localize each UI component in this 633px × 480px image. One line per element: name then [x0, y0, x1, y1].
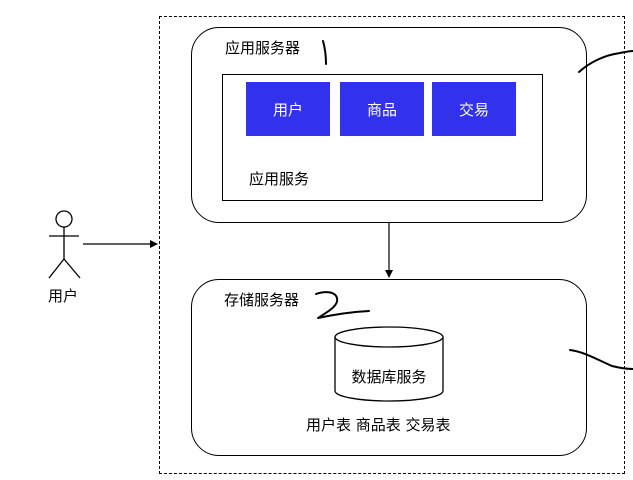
- tables-label: 用户表 商品表 交易表: [306, 416, 451, 434]
- app-server-title: 应用服务器: [225, 39, 301, 57]
- module-trade: 交易: [432, 82, 516, 136]
- storage-server-title: 存储服务器: [224, 291, 300, 309]
- module-goods: 商品: [340, 82, 424, 136]
- system-boundary: [159, 16, 625, 474]
- database-label: 数据库服务: [351, 368, 427, 386]
- app-service-title: 应用服务: [249, 170, 310, 188]
- module-user: 用户: [246, 82, 330, 136]
- user-actor-icon: [48, 210, 81, 279]
- user-actor-label: 用户: [48, 287, 79, 305]
